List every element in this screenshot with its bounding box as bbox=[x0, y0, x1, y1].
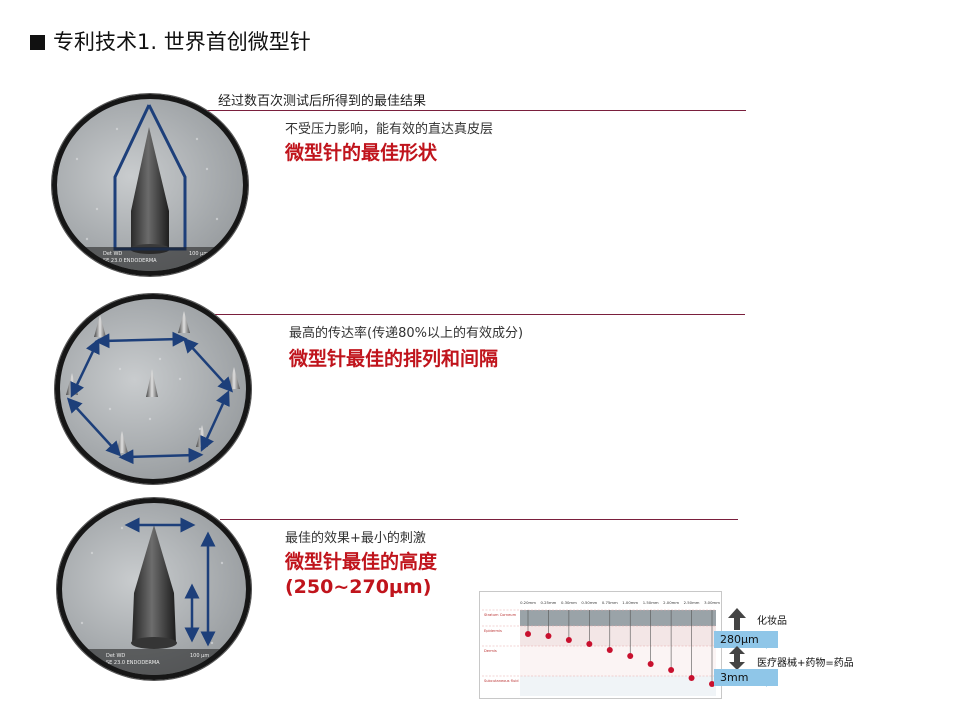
cosmetics-label: 化妆品 bbox=[757, 616, 787, 627]
skin-depth-svg: Stratum CorneumEpidermisDermisSubcutaneo… bbox=[482, 600, 720, 696]
arrow-updown-icon bbox=[728, 646, 746, 670]
skin-layer-band bbox=[520, 610, 716, 626]
depth-column-label: 0.30mm bbox=[561, 600, 577, 605]
needle-depth-dot bbox=[688, 675, 695, 681]
section-3-heading: 微型针最佳的高度 bbox=[285, 551, 438, 573]
svg-text:100 μm: 100 μm bbox=[190, 653, 209, 659]
depth-column-label: 0.75mm bbox=[602, 600, 618, 605]
skin-layer-band bbox=[520, 646, 716, 676]
needle-height-illustration: Det WD SE 23.0 ENDODERMA 100 μm bbox=[62, 517, 246, 675]
divider-line bbox=[150, 110, 746, 111]
depth-column-label: 1.00mm bbox=[622, 600, 638, 605]
depth-column-label: 2.50mm bbox=[684, 600, 700, 605]
needle-depth-dot bbox=[627, 653, 634, 659]
depth-column-label: 2.00mm bbox=[663, 600, 679, 605]
depth-column-label: 0.20mm bbox=[520, 600, 536, 605]
section-2-heading: 微型针最佳的排列和间隔 bbox=[289, 348, 499, 370]
needle-arrangement-illustration bbox=[66, 311, 240, 465]
callout-pointer bbox=[766, 631, 776, 649]
svg-text:SE 23.0 ENDODERMA: SE 23.0 ENDODERMA bbox=[106, 660, 160, 666]
skin-layer-label: Epidermis bbox=[484, 629, 502, 633]
needle-depth-dot bbox=[525, 631, 531, 637]
callout-280um: 280μm bbox=[714, 631, 778, 648]
skin-layer-band bbox=[520, 676, 716, 696]
skin-layer-label: Dermis bbox=[484, 649, 497, 653]
svg-text:Det WD: Det WD bbox=[103, 251, 122, 257]
section-2-subtitle: 最高的传达率(传递80%以上的有效成分) bbox=[289, 326, 524, 341]
depth-column-label: 0.25mm bbox=[541, 600, 557, 605]
needle-depth-dot bbox=[565, 637, 572, 643]
needle-depth-dot bbox=[709, 681, 715, 687]
depth-column-label: 1.50mm bbox=[643, 600, 659, 605]
needle-depth-dot bbox=[606, 647, 613, 653]
needle-shape-illustration: Det WD SE 23.0 ENDODERMA 100 μm bbox=[57, 104, 243, 271]
needle-depth-dot bbox=[545, 633, 552, 639]
needle-depth-dot bbox=[647, 661, 654, 667]
square-bullet-icon bbox=[30, 35, 45, 50]
section-1-subtitle: 不受压力影响，能有效的直达真皮层 bbox=[285, 122, 494, 137]
micro-needle-arrangement-image bbox=[55, 294, 251, 484]
svg-text:Det WD: Det WD bbox=[106, 653, 125, 659]
section-3-subtitle: 最佳的效果+最小的刺激 bbox=[285, 531, 426, 546]
page-title: 专利技术1. 世界首创微型针 bbox=[30, 26, 311, 56]
depth-column-label: 3.00mm bbox=[704, 600, 720, 605]
skin-layer-label: Subcutaneous fluid bbox=[484, 679, 519, 683]
needle-depth-dot bbox=[586, 641, 593, 647]
depth-column-label: 0.50mm bbox=[581, 600, 597, 605]
section-3-height-value: (250~270μm) bbox=[285, 576, 432, 598]
micro-needle-shape-image: Det WD SE 23.0 ENDODERMA 100 μm bbox=[52, 94, 248, 276]
needle-depth-dot bbox=[668, 667, 675, 673]
svg-text:SE 23.0 ENDODERMA: SE 23.0 ENDODERMA bbox=[103, 258, 157, 264]
micro-needle-height-image: Det WD SE 23.0 ENDODERMA 100 μm bbox=[57, 498, 251, 680]
intro-caption: 经过数百次测试后所得到的最佳结果 bbox=[218, 94, 427, 109]
divider-line bbox=[220, 519, 738, 520]
medical-device-label: 医疗器械+药物=药品 bbox=[757, 658, 854, 669]
arrow-up-icon bbox=[728, 608, 746, 630]
skin-layer-label: Stratum Corneum bbox=[484, 613, 517, 617]
callout-pointer bbox=[766, 669, 776, 687]
svg-text:100 μm: 100 μm bbox=[189, 251, 208, 257]
section-1-heading: 微型针的最佳形状 bbox=[285, 142, 438, 164]
callout-3mm: 3mm bbox=[714, 669, 778, 686]
divider-line bbox=[215, 314, 745, 315]
